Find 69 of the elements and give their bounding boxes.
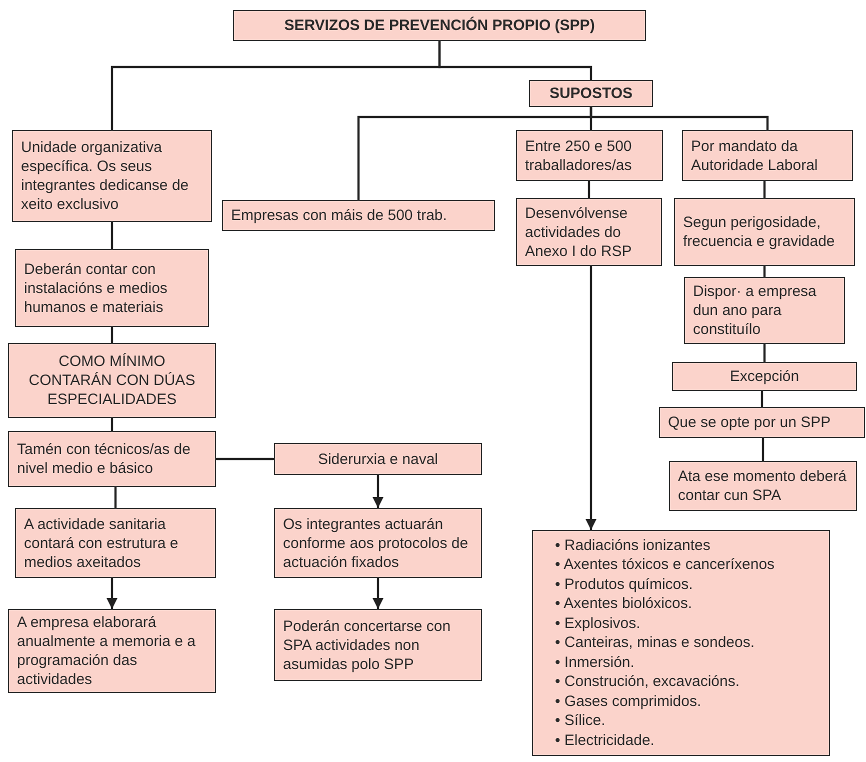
box-text: Dispor· a empresa dun ano para constituílo — [693, 282, 818, 339]
process-box — [8, 343, 216, 418]
list-item: • Inmersión. — [555, 652, 636, 672]
box-text: SUPOSTOS — [548, 84, 634, 103]
box-text: Tamén con técnicos/as de nivel medio e básico — [17, 440, 192, 478]
connector-line — [110, 418, 114, 431]
process-box — [529, 80, 653, 107]
list-item: • Radiacións ionizantes — [555, 536, 712, 556]
connector-line — [763, 181, 766, 198]
connector-line — [110, 327, 114, 343]
connector-line — [110, 222, 114, 249]
arrow — [586, 266, 596, 530]
connector-line — [763, 344, 766, 362]
connector-line — [760, 391, 764, 407]
list-item: • Explosivos. — [555, 614, 642, 634]
connector-line — [590, 107, 769, 130]
connector-line — [438, 41, 592, 80]
box-text: Que se opte por un SPP — [668, 413, 832, 432]
box-text: COMO MÍNIMO CONTARÁN CON DÚAS ESPECIALIDADES — [28, 352, 196, 409]
process-box — [672, 362, 857, 391]
list-item: • Axentes biolóxicos. — [555, 594, 693, 614]
process-box — [659, 407, 865, 438]
arrow — [372, 578, 384, 609]
arrow — [106, 578, 118, 609]
connector-line — [588, 181, 590, 198]
process-box — [15, 249, 209, 327]
process-box — [532, 530, 830, 756]
box-text: Unidade organizativa específica. Os seus integrantes dedicanse de xeito exclusivo — [21, 138, 190, 214]
process-box — [274, 443, 482, 475]
box-text: A actividade sanitaria contará con estrutura e medios axeitados — [24, 514, 180, 572]
process-box — [12, 130, 212, 222]
box-text: Poderán concertarse con SPA actividades non asumidas polo SPP — [283, 616, 452, 674]
process-box — [684, 277, 845, 344]
box-text: Deberán contar con instalacións e medios humanos e materiais — [24, 260, 168, 316]
box-text: Siderurxia e naval — [316, 450, 440, 468]
list-item: • Electricidade. — [555, 730, 656, 750]
process-box — [516, 198, 662, 266]
process-box — [233, 10, 646, 41]
process-box — [669, 461, 857, 511]
process-box — [274, 508, 482, 578]
box-text: Segun perigosidade, frecuencia e gravidade — [683, 213, 836, 251]
connector-line — [762, 438, 764, 461]
box-text: Entre 250 e 500 traballadores/as — [525, 136, 633, 174]
list-item: • Produtos químicos. — [555, 574, 694, 594]
box-text: Desenvólvense actividades do Anexo I do RSP — [525, 204, 633, 260]
process-box — [682, 130, 853, 181]
connector-line — [763, 266, 766, 277]
process-box — [222, 200, 495, 231]
connector-line — [216, 458, 274, 460]
process-box — [674, 198, 855, 266]
list-item: • Gases comprimidos. — [555, 692, 702, 712]
process-box — [15, 508, 216, 578]
box-text: Os integrantes actuarán conforme aos protocolos de actuación fixados — [283, 514, 470, 572]
box-text: Por mandato da Autoridade Laboral — [691, 136, 819, 174]
box-text: SERVIZOS DE PREVENCIÓN PROPIO (SPP) — [283, 16, 596, 35]
list-item: • Sílice. — [555, 711, 606, 731]
box-text: A empresa elaborará anualmente a memoria e a programación das actividades — [17, 613, 196, 689]
list-item: • Construción, excavacións. — [555, 672, 741, 692]
box-text: Excepción — [728, 367, 800, 386]
list-item: • Canteiras, minas e sondeos. — [555, 633, 756, 653]
process-box — [516, 130, 663, 181]
box-text: Ata ese momento deberá contar cun SPA — [678, 467, 848, 505]
process-box — [274, 609, 482, 681]
arrow — [372, 475, 384, 508]
connector-line — [114, 487, 117, 508]
box-text: Empresas con máis de 500 trab. — [231, 206, 448, 225]
process-box — [8, 431, 216, 487]
process-box — [8, 609, 216, 693]
list-item: • Axentes tóxicos e canceríxenos — [555, 555, 776, 575]
